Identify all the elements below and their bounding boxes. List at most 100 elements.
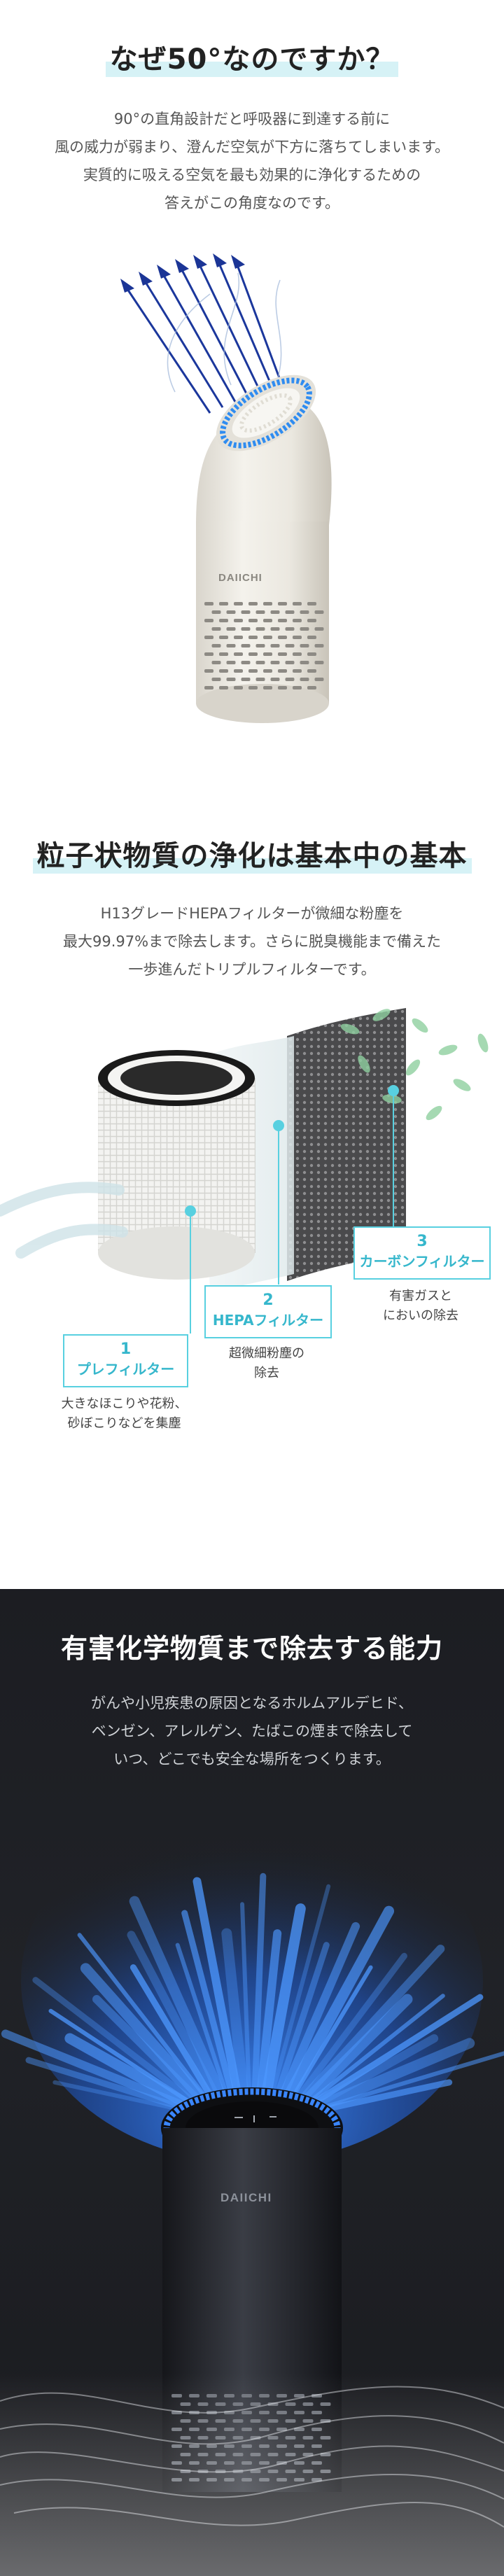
filter-text-line-2: 最大99.97%まで除去します。さらに脱臭機能まで備えた — [63, 933, 441, 950]
filter-desc-1-line-2: 砂ぼこりなどを集塵 — [67, 1416, 181, 1431]
grille-slot — [248, 619, 258, 622]
filter-desc-1-line-1: 大きなほこりや花粉、 — [61, 1396, 188, 1411]
leaf — [477, 1033, 489, 1053]
light-ray — [129, 1896, 230, 2107]
leaf — [340, 1023, 360, 1035]
filter-number-1: 1 — [120, 1340, 132, 1358]
leaf — [453, 1079, 471, 1091]
light-ray — [303, 1994, 484, 2110]
grille-slot — [307, 636, 316, 639]
light-ray — [192, 1877, 244, 2105]
leaf — [426, 1105, 442, 1121]
filter-label-carbon: 3 カーボンフィルター — [354, 1226, 491, 1280]
light-ray — [80, 1963, 212, 2110]
light-ray — [310, 2051, 504, 2113]
dark-purifier-illustration: DAIICHI — [0, 1799, 504, 2576]
grille-slot — [219, 636, 228, 639]
filter-name-1: プレフィルター — [76, 1361, 175, 1378]
light-ray — [64, 2033, 200, 2114]
filter-number-3: 3 — [416, 1233, 428, 1250]
light-rays — [1, 1872, 504, 2115]
grille-slot — [204, 602, 214, 606]
grille-slot — [293, 669, 302, 673]
filter-desc-3-line-2: においの除去 — [383, 1308, 458, 1323]
leaf — [358, 1055, 370, 1073]
grille-slot — [293, 652, 302, 656]
incoming-air — [0, 1182, 128, 1259]
light-ray — [1, 2029, 197, 2114]
leaf — [372, 1009, 391, 1021]
grille-slot — [293, 619, 302, 622]
grille-slot — [204, 686, 214, 690]
grille-slot — [307, 619, 316, 622]
light-ray — [251, 1872, 267, 2104]
leaf — [382, 1094, 402, 1104]
filter-title: 粒子状物質の浄化は基本中の基本 — [32, 833, 472, 874]
grille-slot — [314, 661, 324, 664]
grille-slot — [226, 644, 236, 648]
grille-slot — [263, 686, 272, 690]
grille-slot — [263, 602, 272, 606]
grille-slot — [270, 644, 280, 648]
grille-slot — [248, 686, 258, 690]
filter-desc-hepa: 超微細粉塵の 除去 — [204, 1344, 329, 1383]
filter-desc-2-line-2: 除去 — [254, 1366, 279, 1380]
grille-slot — [314, 610, 324, 614]
chemical-section: 有害化学物質まで除去する能力 がんや小児疾患の原因となるホルムアルデヒド、 ベン… — [0, 1589, 504, 2576]
angle-text-line-1: 90°の直角設計だと呼吸器に到達する前に — [113, 111, 391, 127]
grille-slot — [293, 636, 302, 639]
grille-slot — [314, 644, 324, 648]
grille-slot — [204, 619, 214, 622]
light-ray — [255, 1929, 282, 2105]
grille-slot — [255, 627, 265, 631]
grille-slot — [300, 610, 309, 614]
grille-slot — [285, 610, 295, 614]
angle-section: なぜ50°なのですか？ 90°の直角設計だと呼吸器に到達する前に 風の威力が弱ま… — [0, 0, 504, 791]
grille-slot — [285, 661, 295, 664]
chemical-text-line-2: ベンゼン、アレルゲン、たばこの煙まで除去して — [91, 1723, 413, 1740]
grille-slot — [293, 686, 302, 690]
leaf — [405, 1059, 421, 1076]
grille-slot — [278, 669, 287, 673]
grille-slot — [226, 610, 236, 614]
filter-label-hepa: 2 HEPAフィルター — [204, 1285, 332, 1338]
purifier-base — [196, 684, 329, 723]
light-ray — [306, 2038, 475, 2115]
chemical-title: 有害化学物質まで除去する能力 — [60, 1633, 443, 1664]
filter-text-line-3: 一歩進んだトリプルフィルターです。 — [128, 961, 376, 978]
filter-number-2: 2 — [262, 1292, 274, 1309]
light-ray — [287, 1965, 373, 2105]
grille-slot — [255, 661, 265, 664]
purifier-brand-dark: DAIICHI — [220, 2191, 272, 2204]
grille-slot — [226, 678, 236, 681]
chemical-title-wrap: 有害化学物質まで除去する能力 — [0, 1589, 504, 1665]
grille-slot — [234, 652, 243, 656]
angle-text-line-2: 風の威力が弱まり、澄んだ空気が下方に落ちてしまいます。 — [54, 139, 450, 155]
grille-slot — [241, 661, 251, 664]
grille-slot — [278, 652, 287, 656]
grille-slot — [204, 652, 214, 656]
triple-filter-illustration — [0, 1008, 489, 1334]
grille-slot — [211, 610, 221, 614]
grille-slot — [278, 602, 287, 606]
light-ray — [52, 2080, 192, 2114]
filter-desc-pre: 大きなほこりや花粉、 砂ぼこりなどを集塵 — [56, 1394, 192, 1434]
filter-name-3: カーボンフィルター — [359, 1253, 485, 1270]
angle-title: なぜ50°なのですか？ — [105, 36, 399, 77]
grille-slot — [204, 669, 214, 673]
grille-slot — [248, 669, 258, 673]
grille-slot — [255, 644, 265, 648]
grille-slot — [270, 610, 280, 614]
grille-slot — [293, 602, 302, 606]
grille-slot — [248, 636, 258, 639]
light-ray — [181, 1910, 237, 2104]
grille-slot — [234, 636, 243, 639]
filter-desc-carbon: 有害ガスと においの除去 — [354, 1287, 488, 1326]
grille-slot — [307, 669, 316, 673]
light-ray — [279, 1905, 394, 2108]
filter-section: 粒子状物質の浄化は基本中の基本 H13グレードHEPAフィルターが微細な粉塵を … — [0, 791, 504, 1589]
grille-slot — [285, 644, 295, 648]
filter-name-2: HEPAフィルター — [212, 1312, 324, 1329]
angle-text-line-3: 実質的に吸える空気を最も効果的に浄化するための — [83, 167, 421, 183]
